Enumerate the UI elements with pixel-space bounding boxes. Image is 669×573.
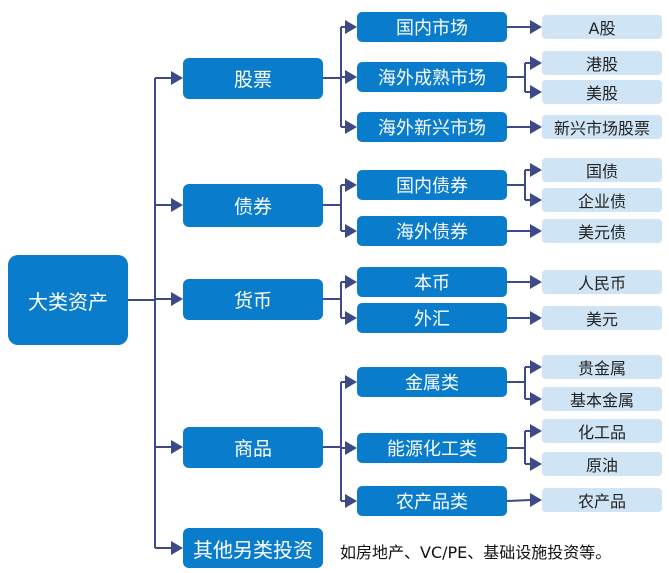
leaf-usd-bonds: 美元债 bbox=[542, 219, 662, 243]
arrow-head-icon bbox=[345, 275, 357, 289]
leaf-crude-oil: 原油 bbox=[542, 452, 662, 476]
arrow-head-icon bbox=[345, 224, 357, 238]
leaf-rmb: 人民币 bbox=[542, 270, 662, 294]
root-node: 大类资产 bbox=[8, 255, 128, 345]
arrow-head-icon bbox=[530, 163, 542, 177]
category-bonds: 债券 bbox=[183, 184, 323, 227]
sub-overseas-mature-market: 海外成熟市场 bbox=[357, 62, 507, 92]
arrow-head-icon bbox=[530, 120, 542, 134]
category-currency: 货币 bbox=[183, 279, 323, 320]
arrow-head-icon bbox=[171, 198, 183, 212]
leaf-base-metals: 基本金属 bbox=[542, 387, 662, 411]
sub-energy-chemicals: 能源化工类 bbox=[357, 433, 507, 463]
arrow-head-icon bbox=[345, 120, 357, 134]
arrow-head-icon bbox=[345, 311, 357, 325]
arrow-head-icon bbox=[530, 457, 542, 471]
alternatives-note: 如房地产、VC/PE、基础设施投资等。 bbox=[340, 543, 612, 562]
arrow-head-icon bbox=[345, 20, 357, 34]
arrow-head-icon bbox=[171, 541, 183, 555]
leaf-agri-products: 农产品 bbox=[542, 488, 662, 512]
connector-line bbox=[506, 499, 531, 502]
sub-local-currency: 本币 bbox=[357, 267, 507, 297]
arrow-head-icon bbox=[345, 375, 357, 389]
sub-domestic-market: 国内市场 bbox=[357, 12, 507, 42]
arrow-head-icon bbox=[530, 424, 542, 438]
category-alternatives: 其他另类投资 bbox=[183, 528, 323, 568]
leaf-us-stocks: 美股 bbox=[542, 80, 662, 104]
leaf-treasury-bonds: 国债 bbox=[542, 158, 662, 182]
sub-overseas-emerging-market: 海外新兴市场 bbox=[357, 112, 507, 142]
arrow-head-icon bbox=[530, 224, 542, 238]
sub-domestic-bonds: 国内债券 bbox=[357, 170, 507, 200]
arrow-head-icon bbox=[345, 178, 357, 192]
sub-agricultural: 农产品类 bbox=[357, 486, 507, 516]
arrow-head-icon bbox=[530, 360, 542, 374]
leaf-hk-stocks: 港股 bbox=[542, 51, 662, 75]
arrow-head-icon bbox=[345, 494, 357, 508]
arrow-head-icon bbox=[530, 392, 542, 406]
leaf-precious-metals: 贵金属 bbox=[542, 355, 662, 379]
category-stocks: 股票 bbox=[183, 58, 323, 99]
arrow-head-icon bbox=[171, 440, 183, 454]
leaf-usd: 美元 bbox=[542, 306, 662, 330]
sub-metals: 金属类 bbox=[357, 367, 507, 397]
arrow-head-icon bbox=[530, 311, 542, 325]
category-commodities: 商品 bbox=[183, 427, 323, 468]
leaf-a-shares: A股 bbox=[542, 15, 662, 39]
arrow-head-icon bbox=[530, 493, 542, 507]
arrow-head-icon bbox=[171, 292, 183, 306]
arrow-head-icon bbox=[345, 441, 357, 455]
sub-overseas-bonds: 海外债券 bbox=[357, 216, 507, 246]
leaf-emerging-stocks: 新兴市场股票 bbox=[542, 115, 662, 139]
arrow-head-icon bbox=[530, 56, 542, 70]
arrow-head-icon bbox=[530, 85, 542, 99]
arrow-head-icon bbox=[530, 20, 542, 34]
arrow-head-icon bbox=[345, 70, 357, 84]
leaf-corporate-bonds: 企业债 bbox=[542, 188, 662, 212]
arrow-head-icon bbox=[171, 71, 183, 85]
sub-foreign-exchange: 外汇 bbox=[357, 303, 507, 333]
arrow-head-icon bbox=[530, 193, 542, 207]
arrow-head-icon bbox=[530, 275, 542, 289]
leaf-chemicals: 化工品 bbox=[542, 419, 662, 443]
